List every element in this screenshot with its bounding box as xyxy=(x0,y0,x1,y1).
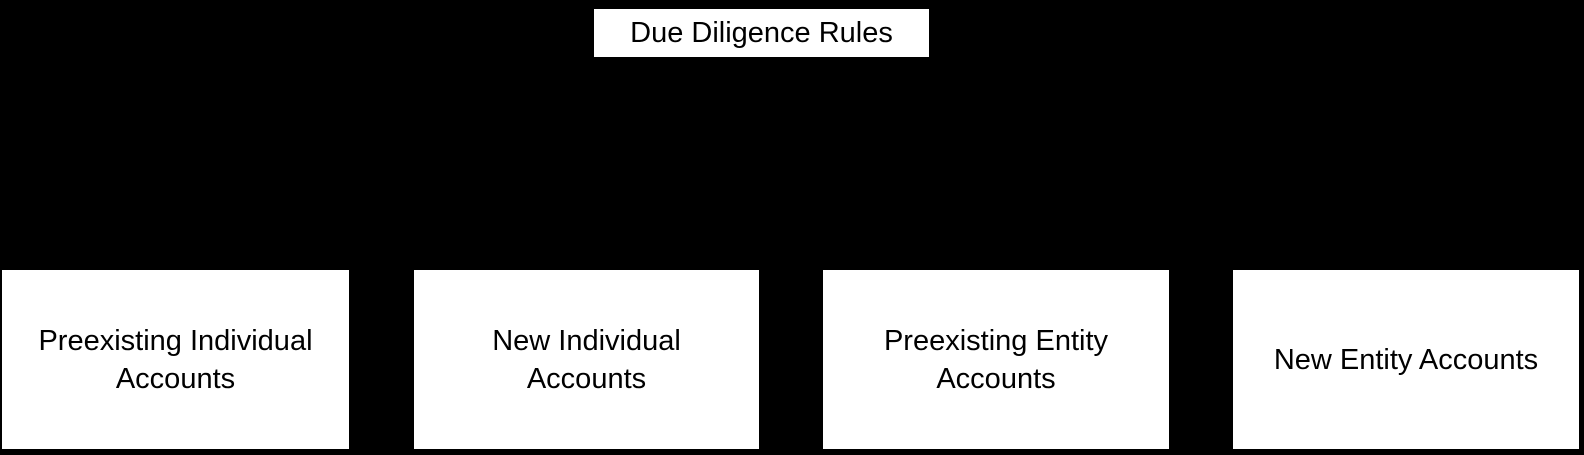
diagram-node-label: Preexisting Entity Accounts xyxy=(883,324,1109,395)
diagram-node-label: New Entity Accounts xyxy=(1273,343,1539,376)
diagram-node-label: New Individual Accounts xyxy=(492,324,681,395)
diagram-node-new-entity-accounts: New Entity Accounts xyxy=(1233,270,1579,449)
diagram-node-preexisting-entity-accounts: Preexisting Entity Accounts xyxy=(823,270,1169,449)
diagram-node-label: Preexisting Individual Accounts xyxy=(38,324,313,395)
diagram-node-due-diligence-rules: Due Diligence Rules xyxy=(594,9,929,57)
diagram-node-label: Due Diligence Rules xyxy=(630,16,893,49)
diagram-node-new-individual-accounts: New Individual Accounts xyxy=(414,270,759,449)
diagram-node-preexisting-individual-accounts: Preexisting Individual Accounts xyxy=(2,270,349,449)
